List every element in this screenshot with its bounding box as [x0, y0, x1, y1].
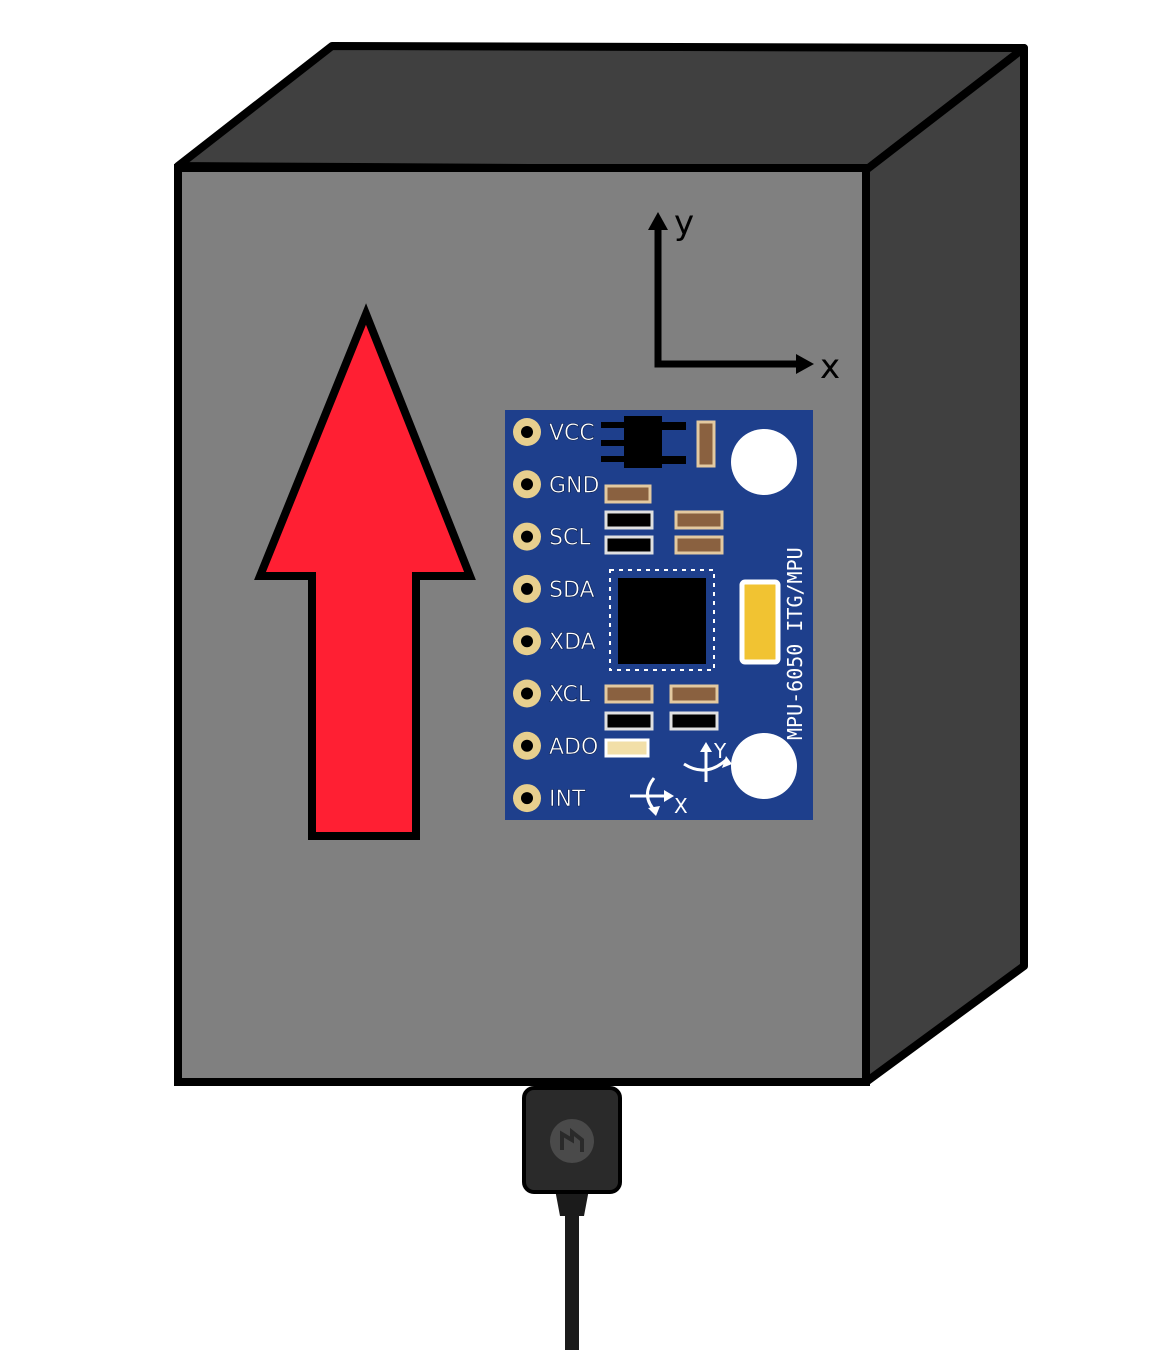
- rotation-y-label: Y: [713, 739, 727, 763]
- pin-label-sda: SDA: [549, 578, 595, 603]
- pin-label-xcl: XCL: [549, 683, 591, 708]
- regulator-leg: [601, 422, 624, 428]
- regulator-chip: [624, 416, 662, 468]
- regulator-tab: [662, 422, 686, 430]
- pin-label-gnd: GND: [549, 473, 599, 498]
- y-axis-arrowhead-icon: [648, 212, 668, 230]
- resistor: [669, 684, 719, 704]
- tantalum-capacitor: [739, 579, 781, 665]
- rotation-y-icon: Y: [683, 739, 732, 782]
- capacitor: [604, 510, 654, 530]
- pin-hole: [521, 739, 533, 752]
- usb-cable: [522, 1086, 622, 1350]
- pin-label-vcc: VCC: [549, 421, 595, 446]
- usb-cable-wire: [565, 1204, 579, 1350]
- pin-hole: [521, 635, 533, 648]
- capacitor: [604, 535, 654, 555]
- resistor: [604, 684, 654, 704]
- regulator-tab: [662, 456, 686, 464]
- pin-hole: [521, 582, 533, 595]
- pin-label-xda: XDA: [549, 630, 596, 655]
- pin-label-scl: SCL: [549, 526, 591, 551]
- capacitor: [604, 711, 654, 731]
- resistor: [696, 420, 716, 468]
- mpu-chip-outline: [609, 569, 715, 671]
- rotation-x-label: X: [674, 794, 688, 818]
- pin-label-int: INT: [549, 787, 586, 812]
- mpu-chip: [618, 578, 706, 664]
- chip-marking: MPU-6050 ITG/MPU: [783, 547, 807, 740]
- mpu6050-board: VCC GND SCL SDA XDA XCL ADO INT: [505, 410, 813, 820]
- pin-hole: [521, 792, 533, 805]
- regulator-leg: [601, 440, 624, 446]
- pin-hole: [521, 687, 533, 700]
- led: [604, 738, 650, 758]
- axes-indicator: y x: [648, 203, 840, 387]
- capacitor: [669, 711, 719, 731]
- mounting-hole: [731, 733, 797, 799]
- up-arrow: [254, 303, 476, 840]
- pin-label-ado: ADO: [549, 735, 598, 760]
- rotation-x-icon: X: [630, 777, 688, 818]
- regulator-leg: [601, 456, 624, 462]
- pin-hole: [521, 426, 533, 438]
- pin-hole: [521, 478, 533, 491]
- resistor: [674, 510, 724, 530]
- box-side-face: [862, 44, 1028, 1086]
- pin-hole: [521, 530, 533, 543]
- resistor: [604, 484, 652, 504]
- x-axis-arrowhead-icon: [796, 354, 814, 374]
- mounting-hole: [731, 429, 797, 495]
- x-axis-label: x: [820, 347, 840, 387]
- resistor: [674, 535, 724, 555]
- y-axis-label: y: [674, 203, 694, 243]
- pin-header: VCC GND SCL SDA XDA XCL ADO INT: [513, 418, 600, 812]
- smd-components: [604, 420, 781, 758]
